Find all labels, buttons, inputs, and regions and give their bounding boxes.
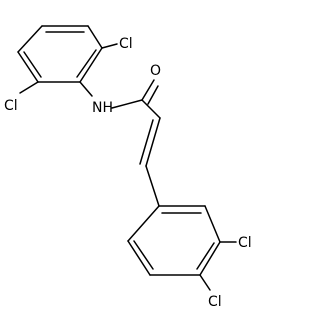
bond-c-cl-top bbox=[101, 43, 118, 49]
bond bbox=[199, 241, 221, 276]
dichlorophenyl-ring-lower bbox=[127, 205, 221, 276]
double-bond-inner bbox=[76, 49, 97, 78]
bond bbox=[17, 25, 43, 53]
bond-c-c bbox=[145, 165, 160, 207]
bond-c-n bbox=[79, 81, 93, 97]
cl-top-label: Cl bbox=[119, 36, 133, 52]
bond-c-cl-left bbox=[19, 81, 39, 94]
double-bond-inner bbox=[133, 240, 154, 270]
bond bbox=[79, 47, 103, 83]
bond bbox=[17, 51, 39, 83]
bond bbox=[127, 240, 151, 276]
cl-left-label: Cl bbox=[4, 98, 18, 114]
double-bond-inner bbox=[23, 51, 42, 78]
cl-para-label: Cl bbox=[208, 294, 222, 310]
bond bbox=[87, 25, 103, 49]
bond bbox=[204, 205, 221, 243]
molecule-structure-diagram: Cl Cl NH O Cl Cl bbox=[4, 25, 252, 310]
nh-label: NH bbox=[92, 100, 113, 116]
bond-n-c bbox=[111, 99, 143, 109]
bond-c-cl-para bbox=[199, 274, 211, 291]
dichlorophenyl-ring-upper bbox=[17, 25, 103, 83]
bond bbox=[127, 205, 160, 242]
bond-alkene bbox=[145, 117, 161, 167]
bond-c-c bbox=[141, 99, 161, 119]
bond-c-o-double bbox=[147, 85, 159, 105]
o-label: O bbox=[150, 63, 161, 79]
bond-alkene-double bbox=[139, 119, 154, 165]
cl-meta-label: Cl bbox=[238, 235, 252, 251]
bond-c-o bbox=[141, 79, 155, 101]
double-bond-inner bbox=[196, 242, 215, 270]
